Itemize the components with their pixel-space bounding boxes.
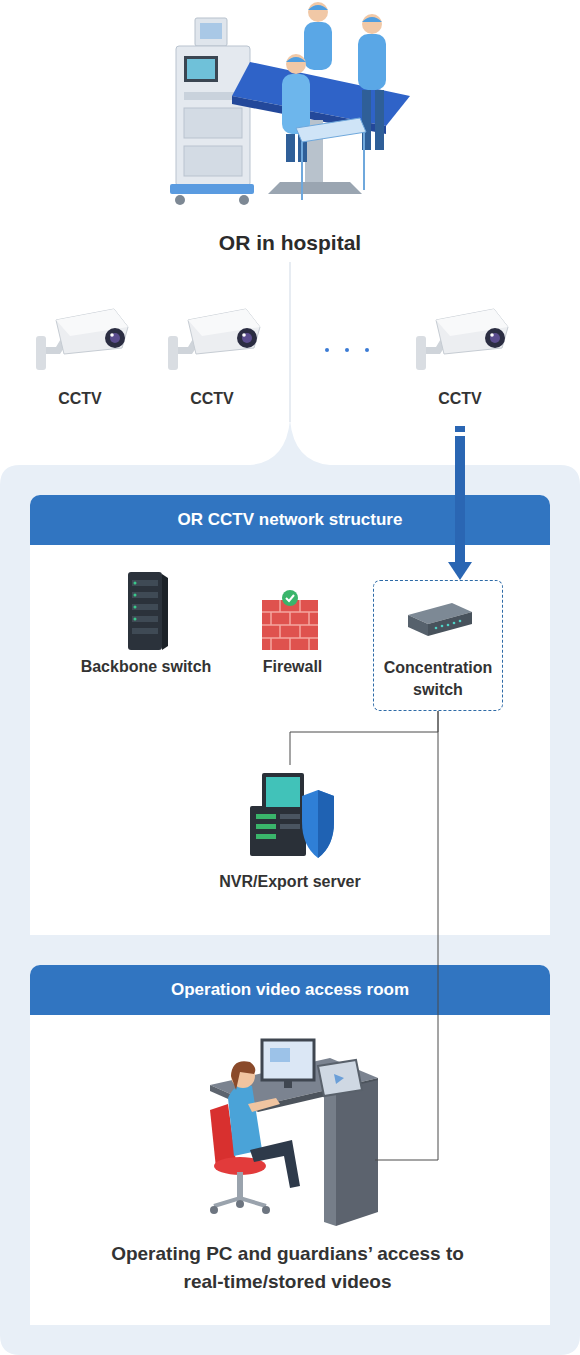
dashed-device-box: Concentration switch — [373, 580, 503, 711]
operator-desk-illustration — [210, 1040, 378, 1226]
device-node: CCTV — [30, 300, 130, 410]
device-node: Operating PC and guardians’ access to re… — [200, 1035, 375, 1230]
illustration-label: OR in hospital — [0, 230, 580, 256]
caption-text: Operating PC and guardians’ access to re… — [100, 1240, 475, 1296]
backbone-switch-icon — [128, 572, 168, 650]
node-label: CCTV — [190, 388, 234, 410]
device-node: Firewall — [240, 575, 345, 680]
node-label: CCTV — [438, 388, 482, 410]
node-label: Concentration switch — [374, 657, 502, 701]
cctv-camera-icon — [36, 309, 128, 370]
connector-line — [290, 711, 438, 765]
concentration-switch-icon — [408, 603, 472, 636]
section-panel: Operation video access roomOperating PC … — [30, 965, 550, 1325]
connector-line — [375, 711, 438, 1160]
device-node: CCTV — [410, 300, 510, 410]
nvr-server-icon — [250, 773, 334, 858]
cctv-camera-icon — [416, 309, 508, 370]
device-node: Backbone switch — [66, 560, 226, 680]
section-header: Operation video access room — [30, 965, 550, 1015]
node-label: Backbone switch — [81, 656, 212, 678]
panel-background — [0, 420, 580, 1355]
cctv-camera-icon — [168, 309, 260, 370]
section-header: OR CCTV network structure — [30, 495, 550, 545]
firewall-icon — [262, 590, 318, 650]
divider-line — [289, 262, 291, 422]
flow-arrow — [455, 426, 465, 562]
ellipsis-dots — [325, 348, 369, 352]
node-label: CCTV — [58, 388, 102, 410]
device-node: CCTV — [162, 300, 262, 410]
node-label: Firewall — [263, 656, 323, 678]
section-panel: OR CCTV network structureBackbone switch… — [30, 495, 550, 935]
node-label: NVR/Export server — [219, 871, 360, 893]
operating-room-illustration — [170, 2, 410, 205]
device-node: NVR/Export server — [190, 765, 390, 895]
